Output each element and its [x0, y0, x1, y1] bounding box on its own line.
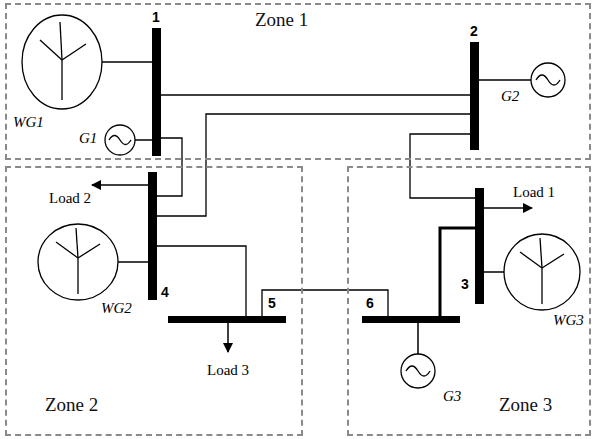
transmission-line	[157, 114, 470, 216]
generator-label: WG3	[552, 312, 585, 329]
bus-number: 1	[152, 9, 160, 25]
bus-number: 3	[461, 276, 469, 292]
generator-symbol	[105, 125, 152, 155]
bus-number: 2	[470, 23, 478, 39]
bus-bar: 1	[152, 28, 161, 156]
load-arrow	[484, 207, 532, 209]
load-arrow	[92, 184, 148, 186]
wind-generator-symbol	[38, 224, 148, 300]
generator-label: G3	[442, 388, 462, 405]
transmission-line	[262, 290, 388, 316]
zone-region: Zone 3 3 6	[347, 166, 591, 436]
zone-label: Zone 2	[45, 394, 98, 416]
wind-generator-symbol	[22, 15, 152, 109]
bus-number: 6	[366, 295, 374, 311]
generator-label: G2	[500, 88, 520, 105]
generator-label: WG1	[12, 114, 45, 131]
load-label: Load 3	[206, 362, 250, 379]
transmission-line	[440, 228, 475, 316]
bus-number: 5	[268, 295, 276, 311]
load-label: Load 2	[48, 190, 92, 207]
bus-bar: 2	[470, 42, 479, 150]
generator-symbol	[479, 63, 565, 97]
wind-generator-symbol	[484, 234, 580, 310]
transmission-line	[157, 246, 246, 316]
bus-bar: 6	[362, 316, 460, 323]
transmission-line	[161, 94, 470, 95]
load-arrow	[227, 322, 229, 352]
zone-label: Zone 3	[499, 394, 552, 416]
bus-bar: 5	[168, 316, 286, 323]
generator-symbol	[401, 322, 435, 388]
zone-label: Zone 1	[255, 9, 308, 31]
load-label: Load 1	[512, 184, 556, 201]
bus-number: 4	[161, 284, 169, 300]
bus-bar: 4	[148, 172, 157, 300]
generator-label: G1	[78, 130, 98, 147]
generator-label: WG2	[100, 300, 133, 317]
bus-bar: 3	[475, 188, 484, 304]
